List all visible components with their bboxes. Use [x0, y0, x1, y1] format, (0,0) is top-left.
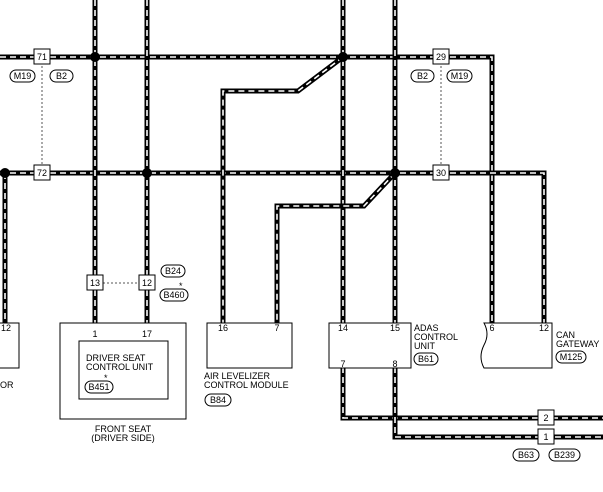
adas-pin-15: 15: [390, 323, 400, 333]
connector-72: 72: [33, 164, 51, 181]
left-partial-component: 12 OR: [0, 322, 20, 390]
connector-2: 2: [537, 409, 555, 426]
adas-line2: CONTROL: [414, 332, 458, 342]
svg-text:13: 13: [90, 278, 100, 288]
adas-pin-8: 8: [392, 359, 397, 369]
pill-b2-left: B2: [49, 69, 74, 83]
svg-text:OR: OR: [0, 380, 14, 390]
front-seat-line1: FRONT SEAT: [95, 424, 152, 434]
adas-line3: UNIT: [414, 341, 435, 351]
air-levelizer-pin-16: 16: [218, 323, 228, 333]
driver-seat-line1: DRIVER SEAT: [86, 353, 146, 363]
svg-text:29: 29: [436, 52, 446, 62]
svg-text:B451: B451: [88, 382, 109, 392]
svg-text:M19: M19: [451, 71, 469, 81]
adas-control-unit-component: 14 15 7 8 ADAS CONTROL UNIT B61: [328, 322, 458, 369]
svg-text:M19: M19: [14, 71, 32, 81]
svg-text:1: 1: [543, 432, 548, 442]
svg-text:B24: B24: [165, 266, 181, 276]
pill-b460: B460: [159, 288, 189, 302]
driver-seat-star: *: [104, 373, 108, 383]
connector-12: 12: [138, 274, 156, 291]
front-seat-line2: (DRIVER SIDE): [91, 433, 155, 443]
svg-text:B460: B460: [163, 290, 184, 300]
pill-b2-right: B2: [410, 69, 435, 83]
can-gateway-line1: CAN: [556, 330, 575, 340]
svg-text:71: 71: [37, 52, 47, 62]
pill-m19-right: M19: [446, 69, 473, 83]
svg-text:12: 12: [142, 278, 152, 288]
air-levelizer-line1: AIR LEVELIZER: [204, 371, 271, 381]
air-levelizer-line2: CONTROL MODULE: [204, 380, 289, 390]
can-gateway-line2: GATEWAY: [556, 339, 599, 349]
b460-star: *: [179, 281, 183, 291]
junction-dots: [0, 52, 400, 178]
pill-b239: B239: [548, 448, 581, 462]
connector-1: 1: [537, 428, 555, 445]
svg-text:2: 2: [543, 413, 548, 423]
pill-b84: B84: [204, 393, 232, 407]
svg-text:72: 72: [37, 168, 47, 178]
pill-m19-left: M19: [9, 69, 36, 83]
svg-text:12: 12: [1, 323, 11, 333]
adas-pin-14: 14: [338, 323, 348, 333]
connector-29: 29: [432, 48, 450, 65]
wires: [0, 0, 603, 440]
connector-71: 71: [33, 48, 51, 65]
adas-line1: ADAS: [414, 323, 439, 333]
connector-30: 30: [432, 164, 450, 181]
pill-m125: M125: [555, 350, 587, 364]
svg-text:B239: B239: [554, 450, 575, 460]
pill-b61: B61: [413, 352, 439, 366]
pill-b63: B63: [512, 448, 540, 462]
pill-b24: B24: [160, 264, 186, 278]
driver-seat-pin-17: 17: [142, 329, 152, 339]
dotted-links: [41, 66, 442, 284]
can-gateway-pin-6: 6: [489, 323, 494, 333]
front-seat-component: 1 17 DRIVER SEAT CONTROL UNIT * B451 FRO…: [59, 322, 187, 443]
adas-pin-7: 7: [340, 359, 345, 369]
svg-text:30: 30: [436, 168, 446, 178]
can-gateway-component: 6 12 CAN GATEWAY M125: [480, 322, 599, 369]
can-gateway-pin-12: 12: [539, 323, 549, 333]
pill-b451: B451: [84, 380, 114, 394]
svg-text:B61: B61: [418, 354, 434, 364]
connector-13: 13: [86, 274, 104, 291]
svg-text:B63: B63: [518, 450, 534, 460]
svg-text:M125: M125: [560, 352, 583, 362]
svg-text:B84: B84: [210, 395, 226, 405]
svg-text:B2: B2: [56, 71, 67, 81]
driver-seat-pin-1: 1: [92, 329, 97, 339]
air-levelizer-component: 16 7 AIR LEVELIZER CONTROL MODULE B84: [204, 322, 293, 407]
driver-seat-line2: CONTROL UNIT: [86, 362, 154, 372]
svg-text:B2: B2: [417, 71, 428, 81]
air-levelizer-pin-7: 7: [274, 323, 279, 333]
